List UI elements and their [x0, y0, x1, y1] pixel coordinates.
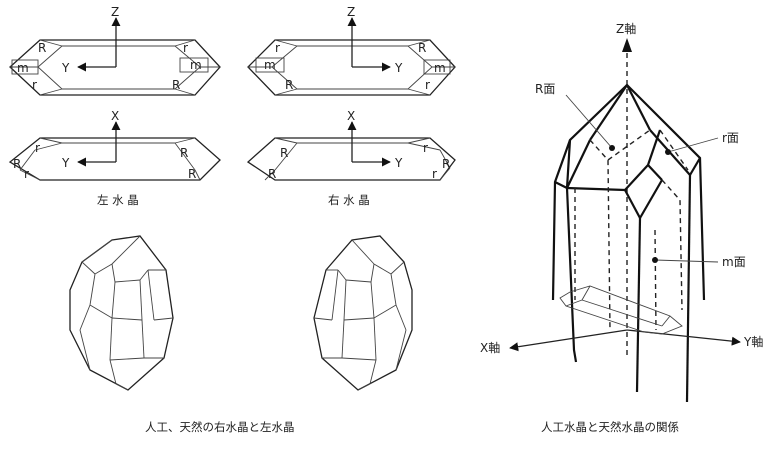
z-axis-label: Z軸	[616, 22, 636, 36]
right-crystal-drawing	[313, 235, 413, 391]
left-z-axis-label: Z	[111, 5, 119, 19]
m-face-label: m面	[722, 255, 746, 269]
right-face-R-label: R	[285, 78, 293, 92]
left-face-r-label: r	[32, 78, 37, 92]
left-x-face-R2-label: R	[180, 146, 188, 160]
right-face-m-label: m	[264, 58, 276, 72]
left-y-axis-label: Y	[61, 61, 70, 75]
left-face-m-label: m	[17, 61, 29, 75]
x-axis-label: X軸	[480, 341, 500, 355]
R-face-label: R面	[535, 82, 555, 96]
relation-caption: 人工水晶と天然水晶の関係	[541, 420, 679, 434]
left-face-R2-label: R	[172, 78, 180, 92]
right-y-axis-label: Y	[394, 61, 403, 75]
r-face-label: r面	[722, 131, 739, 145]
left-face-m2-label: m	[190, 58, 202, 72]
right-face-R2-label: R	[418, 41, 426, 55]
right-x-axis-label: X	[347, 109, 355, 123]
right-y2-axis-label: Y	[394, 156, 403, 170]
y-axis-label: Y軸	[743, 335, 763, 349]
right-x-face-r2-label: r	[432, 167, 437, 181]
left-face-r2-label: r	[183, 41, 188, 55]
right-face-m2-label: m	[434, 61, 446, 75]
right-face-r2-label: r	[425, 78, 430, 92]
right-x-face-R3-label: R	[442, 157, 450, 171]
right-quartz-caption: 右 水 晶	[328, 193, 370, 207]
right-quartz-x-view	[246, 121, 456, 181]
left-quartz-z-view	[9, 17, 221, 96]
crystal-relation-diagram	[509, 38, 741, 403]
left-y2-axis-label: Y	[61, 156, 70, 170]
left-x-face-r2-label: r	[24, 167, 29, 181]
right-z-axis-label: Z	[347, 5, 355, 19]
bottom-left-caption: 人工、天然の右水晶と左水晶	[145, 420, 295, 434]
left-x-face-R3-label: R	[188, 167, 196, 181]
left-x-axis-label: X	[111, 109, 119, 123]
right-x-face-R-label: R	[280, 146, 288, 160]
right-x-face-r-label: r	[423, 141, 428, 155]
left-crystal-drawing	[69, 235, 174, 391]
left-x-face-r-label: r	[35, 141, 40, 155]
right-face-r-label: r	[275, 41, 280, 55]
left-x-face-R-label: R	[13, 157, 21, 171]
left-quartz-x-view	[8, 121, 221, 181]
right-quartz-z-view	[247, 17, 456, 96]
left-face-R-label: R	[38, 41, 46, 55]
right-x-face-R2-label: R	[268, 167, 276, 181]
left-quartz-caption: 左 水 晶	[97, 193, 139, 207]
